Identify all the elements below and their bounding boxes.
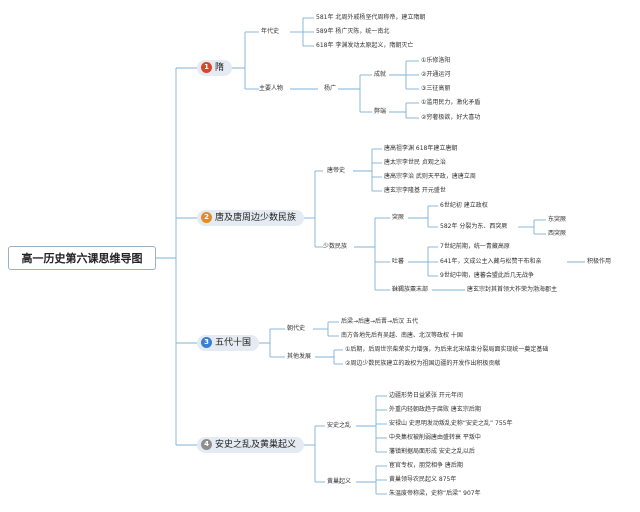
event-item: ③三征高丽 [421,85,451,92]
event-item: 9世纪中期，唐蕃会盟此后几无战争 [440,272,534,279]
group-label: 唐帝史 [327,167,346,174]
event-item: 唐太宗李世民 贞观之治 [384,159,446,166]
subgroup-label: 靺鞨族粟末部 [392,286,429,293]
event-item: ②穷奢极欲，好大喜功 [421,114,481,121]
event-item: 南方各地先后有吴越、南唐、北汉等政权 十国 [341,332,463,339]
group-label: 其他发展 [287,353,312,360]
event-item: 宦官专权，朋党相争 唐后期 [389,462,463,469]
number-badge: 4 [201,439,212,450]
event-item: 618年 李渊发动太原起义，隋朝灭亡 [316,42,414,49]
event-item: 7世纪前期，统一青藏高原 [440,243,510,250]
note-item: 积极作用 [587,258,612,265]
event-item: 藩镇割据局面形成 安史之乱以后 [389,448,475,455]
event-item: 边疆形势日益紧张 开元年间 [389,392,463,399]
event-item: 安禄山 史思明发动叛乱史称“安史之乱” 755年 [389,420,513,427]
event-item: 外重内轻朝政趋于腐败 唐玄宗后期 [389,406,481,413]
event-item: 641年，文成公主入藏与松赞干布和亲 [440,258,542,265]
event-item: 唐玄宗李隆基 开元盛世 [384,187,446,194]
event-item: 唐玄宗封其首领大祚荣为渤海郡主 [467,286,558,293]
subgroup-label: 成就 [374,71,387,78]
event-item: ②开通运河 [421,71,451,78]
event-item: ②周边少数民族建立的政权为祖国边疆的开发作出积极贡献 [345,360,501,367]
event-item: ①滥用民力，激化矛盾 [421,99,481,106]
subgroup-label: 突厥 [392,214,405,221]
branch-title: 唐及唐周边少数民族 [215,213,297,223]
group-label: 年代史 [261,28,280,35]
event-item: ①后期，后周世宗柴荣实力增强，为后来北宋结束分裂局面实现统一奠定基础 [345,346,549,353]
event-item: 黄巢领导农民起义 875年 [389,476,457,483]
group-label: 主要人物 [259,85,284,92]
number-badge: 1 [201,62,212,73]
group-label: 安史之乱 [327,422,352,429]
event-item: 唐高祖李渊 618年建立唐朝 [384,145,458,152]
person-label: 杨广 [324,85,337,92]
event-item: 后梁→后唐→后晋→后汉 五代 [341,318,418,325]
event-item: 581年 北周外戚杨坚代周称帝，建立隋朝 [316,14,426,21]
leaf-item: 西突厥 [548,230,567,237]
group-label: 朝代史 [287,325,306,332]
event-item: 朱温废帝称梁，史称“后梁” 907年 [389,490,481,497]
group-label: 少数民族 [323,243,348,250]
event-item: 唐高宗李治 武则天平政，唐唐立周 [384,173,476,180]
subgroup-label: 弊端 [374,108,387,115]
branch-title: 隋 [215,63,225,73]
event-item: 589年 杨广灭陈，统一南北 [316,28,390,35]
event-item: 582年 分裂为东、西突厥 [440,223,508,230]
branch-title: 安史之乱及黄巢起义 [215,440,297,450]
number-badge: 2 [201,212,212,223]
event-item: 6世纪初 建立政权 [440,202,488,209]
group-label: 黄巢起义 [327,478,352,485]
number-badge: 3 [201,337,212,348]
root-title: 高一历史第六课思维导图 [8,246,156,270]
subgroup-label: 吐蕃 [392,258,405,265]
event-item: ①乐修洛阳 [421,57,451,64]
branch-title: 五代十国 [215,338,252,348]
event-item: 中央集权被削弱唐由盛转衰 平叛中 [389,434,481,441]
leaf-item: 东突厥 [548,216,567,223]
